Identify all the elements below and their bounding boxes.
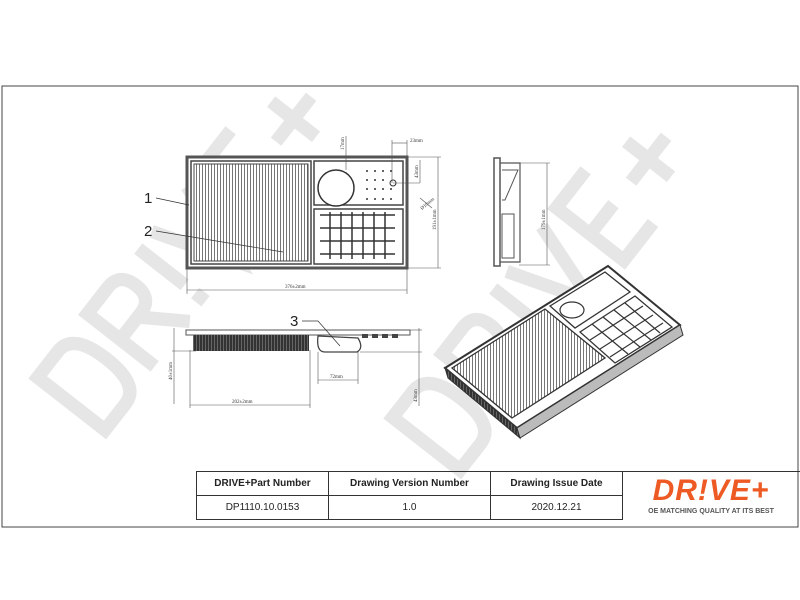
title-block: DRIVE+Part Number Drawing Version Number… bbox=[196, 471, 800, 520]
logo-wordmark: DR!VE+ bbox=[652, 473, 770, 507]
svg-text:2: 2 bbox=[144, 223, 152, 240]
callout-2: 2 bbox=[144, 223, 284, 253]
isometric-view bbox=[443, 264, 684, 440]
dim-total-height: 43mm bbox=[414, 389, 419, 402]
dim-inner-width: 202±2mm bbox=[232, 400, 253, 405]
sheet-frame bbox=[1, 85, 799, 528]
dim-side-height: 40±1mm bbox=[169, 362, 174, 380]
brand-logo: DR!VE+ OE MATCHING QUALITY AT ITS BEST bbox=[622, 471, 800, 519]
part-number-value: DP1110.10.0153 bbox=[197, 496, 329, 520]
header-issue-date: Drawing Issue Date bbox=[491, 472, 623, 496]
front-view: 202±2mm 72mm 40±1mm 43mm bbox=[169, 328, 422, 408]
dim-front-height: 191±1mm bbox=[433, 209, 438, 230]
callout-3: 3 bbox=[290, 313, 341, 347]
dim-hole-offset-x: 23mm bbox=[410, 139, 423, 144]
dim-side-depth: 179±1mm bbox=[542, 209, 547, 230]
version-value: 1.0 bbox=[329, 496, 491, 520]
svg-text:3: 3 bbox=[290, 313, 298, 330]
dim-tube-width: 72mm bbox=[330, 375, 343, 380]
dim-hole-offset-y: 43mm bbox=[415, 165, 420, 178]
side-view bbox=[493, 157, 550, 267]
header-part-number: DRIVE+Part Number bbox=[197, 472, 329, 496]
top-view: 376±2mm 191±1mm 17mm 23mm 43mm Ø10mm bbox=[185, 136, 441, 294]
svg-text:1: 1 bbox=[144, 190, 152, 207]
dim-overall-length: 376±2mm bbox=[285, 285, 306, 290]
dim-tube-offset: 17mm bbox=[341, 137, 346, 150]
logo-tagline: OE MATCHING QUALITY AT ITS BEST bbox=[648, 507, 774, 515]
dim-hole-diameter: Ø10mm bbox=[420, 197, 436, 211]
header-version: Drawing Version Number bbox=[329, 472, 491, 496]
issue-date-value: 2020.12.21 bbox=[491, 496, 623, 520]
callout-1: 1 bbox=[144, 190, 190, 207]
